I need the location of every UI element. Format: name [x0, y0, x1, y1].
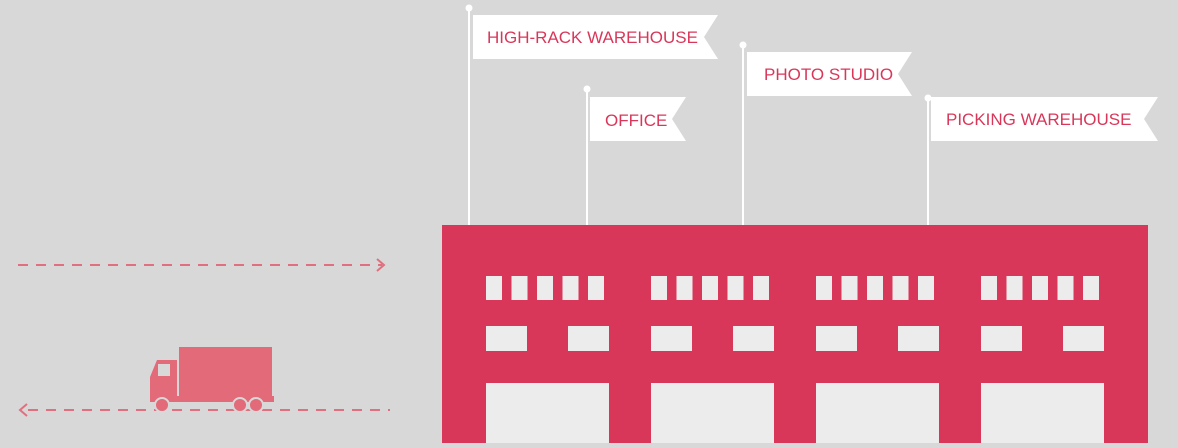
building-window: [898, 326, 939, 351]
building-window: [981, 276, 997, 300]
flag-banner: [931, 97, 1158, 141]
flag-banner: [590, 97, 686, 141]
building-window: [588, 276, 604, 300]
building-window: [1083, 276, 1099, 300]
truck-wheel-front: [154, 397, 170, 413]
building-window: [511, 276, 528, 300]
truck-chassis: [150, 396, 274, 402]
building-window: [537, 276, 553, 300]
flag-office: OFFICE: [590, 97, 686, 141]
flag-label: PHOTO STUDIO: [764, 65, 893, 84]
building-window: [867, 276, 883, 300]
delivery-truck-icon: [150, 347, 274, 413]
outbound-arrow: [18, 403, 390, 417]
flag-pole-top-photo-studio: [739, 41, 747, 49]
building-window: [1032, 276, 1048, 300]
flag-poles: [465, 4, 932, 225]
truck-wheel-rear-1: [232, 397, 248, 413]
flag-pole-top-office: [583, 85, 591, 93]
truck-cab-window: [158, 364, 170, 376]
building-window: [1063, 326, 1104, 351]
flag-banner: [747, 52, 912, 96]
building-windows: [486, 276, 1104, 351]
flag-pole-top-picking: [924, 94, 932, 102]
building-window: [981, 326, 1022, 351]
building-window: [486, 276, 502, 300]
loading-dock-door: [651, 383, 774, 443]
flag-high-rack-warehouse: HIGH-RACK WAREHOUSE: [473, 15, 718, 59]
building-window: [651, 326, 692, 351]
flag-label: HIGH-RACK WAREHOUSE: [487, 28, 698, 47]
outbound-arrow-head: [18, 403, 28, 417]
loading-dock-door: [816, 383, 939, 443]
building-window: [816, 276, 832, 300]
building-window: [892, 276, 909, 300]
building-window: [727, 276, 744, 300]
building-window: [702, 276, 718, 300]
building-window: [816, 326, 857, 351]
flag-label: PICKING WAREHOUSE: [946, 110, 1131, 129]
flag-pole-top-high-rack: [465, 4, 473, 12]
building-window: [568, 326, 609, 351]
truck-wheel-rear-2: [248, 397, 264, 413]
inbound-arrow: [18, 258, 386, 272]
loading-dock-door: [981, 383, 1104, 443]
truck-cab: [150, 360, 177, 398]
building-window: [562, 276, 579, 300]
truck-cargo-box: [179, 347, 272, 398]
building-window: [733, 326, 774, 351]
flag-banner: [473, 15, 718, 59]
building-window: [676, 276, 693, 300]
flag-label: OFFICE: [605, 111, 667, 130]
building-window: [918, 276, 934, 300]
building-doors: [486, 383, 1104, 443]
building-window: [486, 326, 527, 351]
flag-picking-warehouse: PICKING WAREHOUSE: [931, 97, 1158, 141]
warehouse-building-icon: [442, 225, 1148, 443]
building-window: [841, 276, 858, 300]
building-window: [651, 276, 667, 300]
inbound-arrow-head: [376, 258, 386, 272]
loading-dock-door: [486, 383, 609, 443]
building-window: [1006, 276, 1023, 300]
flag-photo-studio: PHOTO STUDIO: [747, 52, 912, 96]
building-window: [753, 276, 769, 300]
building-window: [1057, 276, 1074, 300]
